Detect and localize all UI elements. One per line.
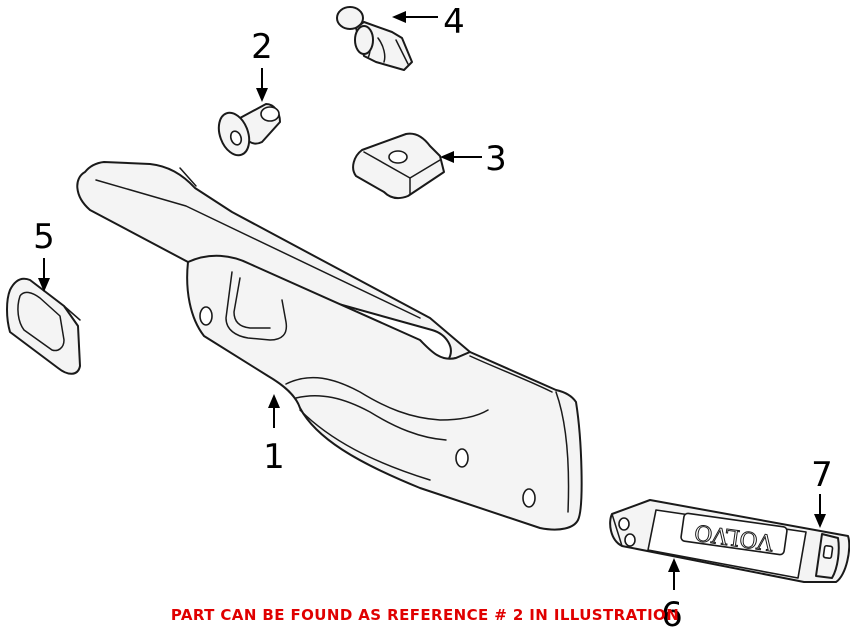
part-2-rivet xyxy=(217,103,281,157)
callout-4: 4 xyxy=(443,2,465,42)
callout-3: 3 xyxy=(485,139,507,179)
reference-note: PART CAN BE FOUND AS REFERENCE # 2 IN IL… xyxy=(170,606,680,624)
part-3-clip xyxy=(352,132,445,200)
leader-arrows xyxy=(38,11,826,590)
part-6-emblem-badge: VOLVO xyxy=(609,499,850,583)
callout-7: 7 xyxy=(811,455,833,495)
part-5-end-cap xyxy=(6,277,81,375)
callout-2: 2 xyxy=(251,27,273,67)
callout-5: 5 xyxy=(33,217,55,257)
callout-6: 6 xyxy=(661,595,683,635)
part-1-handle-trim xyxy=(76,161,583,531)
callout-1: 1 xyxy=(263,437,285,477)
part-4-screw xyxy=(336,6,413,71)
